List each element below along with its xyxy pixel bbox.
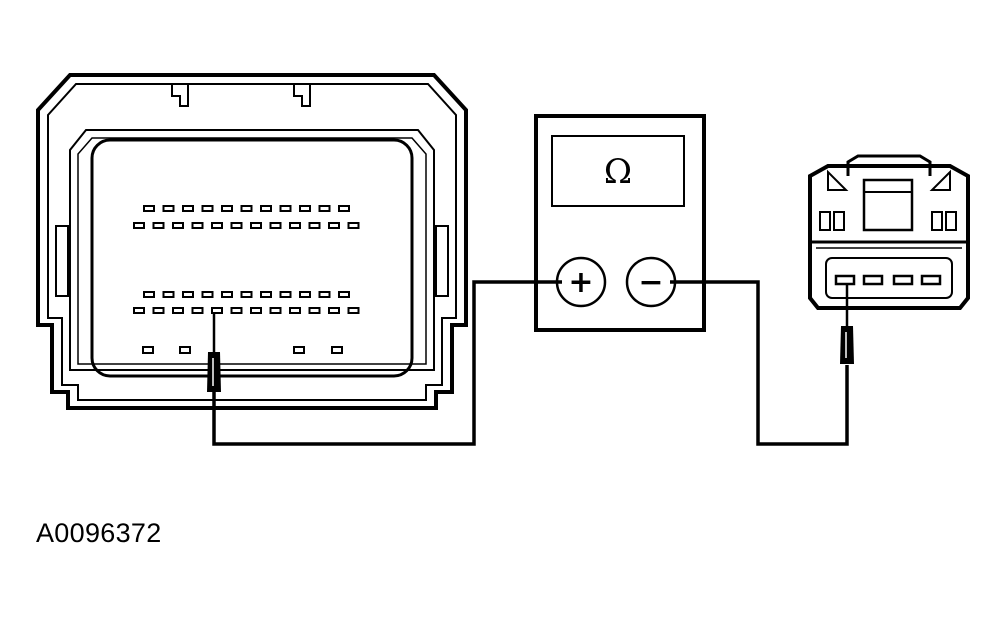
meter-display-symbol: Ω	[604, 152, 632, 192]
pin-cavity	[201, 291, 214, 298]
test-probe-icon	[840, 284, 854, 364]
pin-cavity	[152, 222, 165, 229]
pin-cavity	[318, 205, 331, 212]
pin-cavity	[338, 205, 350, 212]
pin-cavity	[260, 205, 272, 212]
pin-cavity	[133, 307, 145, 314]
pin-cavity	[143, 205, 155, 212]
pin-cavity	[318, 291, 331, 298]
pin-cavity	[299, 291, 311, 298]
pin-cavity	[269, 222, 282, 229]
pin-cavity	[240, 205, 253, 212]
pin-cavity	[142, 346, 154, 354]
component-pin-row	[834, 274, 942, 286]
pin-cavity	[328, 307, 340, 314]
pin-cavity	[269, 307, 282, 314]
positive-jack	[555, 256, 607, 308]
pin-cavity	[279, 291, 292, 298]
pin-cavity	[250, 222, 262, 229]
positive-jack-label: +	[568, 265, 593, 300]
pin-cavity	[230, 307, 243, 314]
figure-id: A0096372	[36, 518, 162, 548]
pin-cavity	[289, 307, 301, 314]
pin-cavity	[162, 205, 175, 212]
pin-cavity	[179, 346, 191, 354]
pin-row-3	[143, 291, 350, 298]
pin-cavity	[162, 291, 175, 298]
pin-cavity	[191, 222, 204, 229]
pin-cavity	[240, 291, 253, 298]
pin-cavity	[862, 274, 884, 286]
pin-cavity	[172, 222, 184, 229]
pin-cavity	[299, 205, 311, 212]
negative-jack	[625, 256, 677, 308]
pin-cavity	[347, 307, 360, 314]
pin-cavity	[191, 307, 204, 314]
pin-cavity	[211, 307, 223, 314]
pin-row-2	[133, 222, 360, 229]
negative-jack-label: −	[638, 265, 663, 300]
pin-cavity	[834, 274, 856, 286]
component-connector	[808, 154, 970, 310]
pin-cavity	[308, 307, 321, 314]
pin-cavity	[182, 205, 194, 212]
pin-cavity	[250, 307, 262, 314]
pin-cavity	[338, 291, 350, 298]
pin-cavity	[230, 222, 243, 229]
pin-cavity	[260, 291, 272, 298]
pin-row-4	[133, 307, 360, 314]
test-probe-icon	[207, 312, 221, 392]
ohmmeter-icon: Ω + −	[534, 114, 706, 332]
pin-cavity	[172, 307, 184, 314]
pin-cavity	[211, 222, 223, 229]
meter-display	[551, 135, 685, 207]
pin-cavity	[221, 291, 233, 298]
pin-cavity	[331, 346, 343, 354]
pin-cavity	[133, 222, 145, 229]
pin-cavity	[143, 291, 155, 298]
pin-row-1	[143, 205, 350, 212]
pin-cavity	[920, 274, 942, 286]
pin-cavity	[182, 291, 194, 298]
test-leads	[212, 280, 849, 446]
pin-cavity	[347, 222, 360, 229]
pin-cavity	[289, 222, 301, 229]
pin-cavity	[328, 222, 340, 229]
pin-cavity	[293, 346, 305, 354]
pin-cavity	[221, 205, 233, 212]
pin-cavity	[201, 205, 214, 212]
module-connector	[36, 73, 468, 410]
pin-cavity	[279, 205, 292, 212]
pin-row-5	[142, 346, 343, 354]
pin-cavity	[892, 274, 914, 286]
pin-cavity	[152, 307, 165, 314]
pin-cavity	[308, 222, 321, 229]
